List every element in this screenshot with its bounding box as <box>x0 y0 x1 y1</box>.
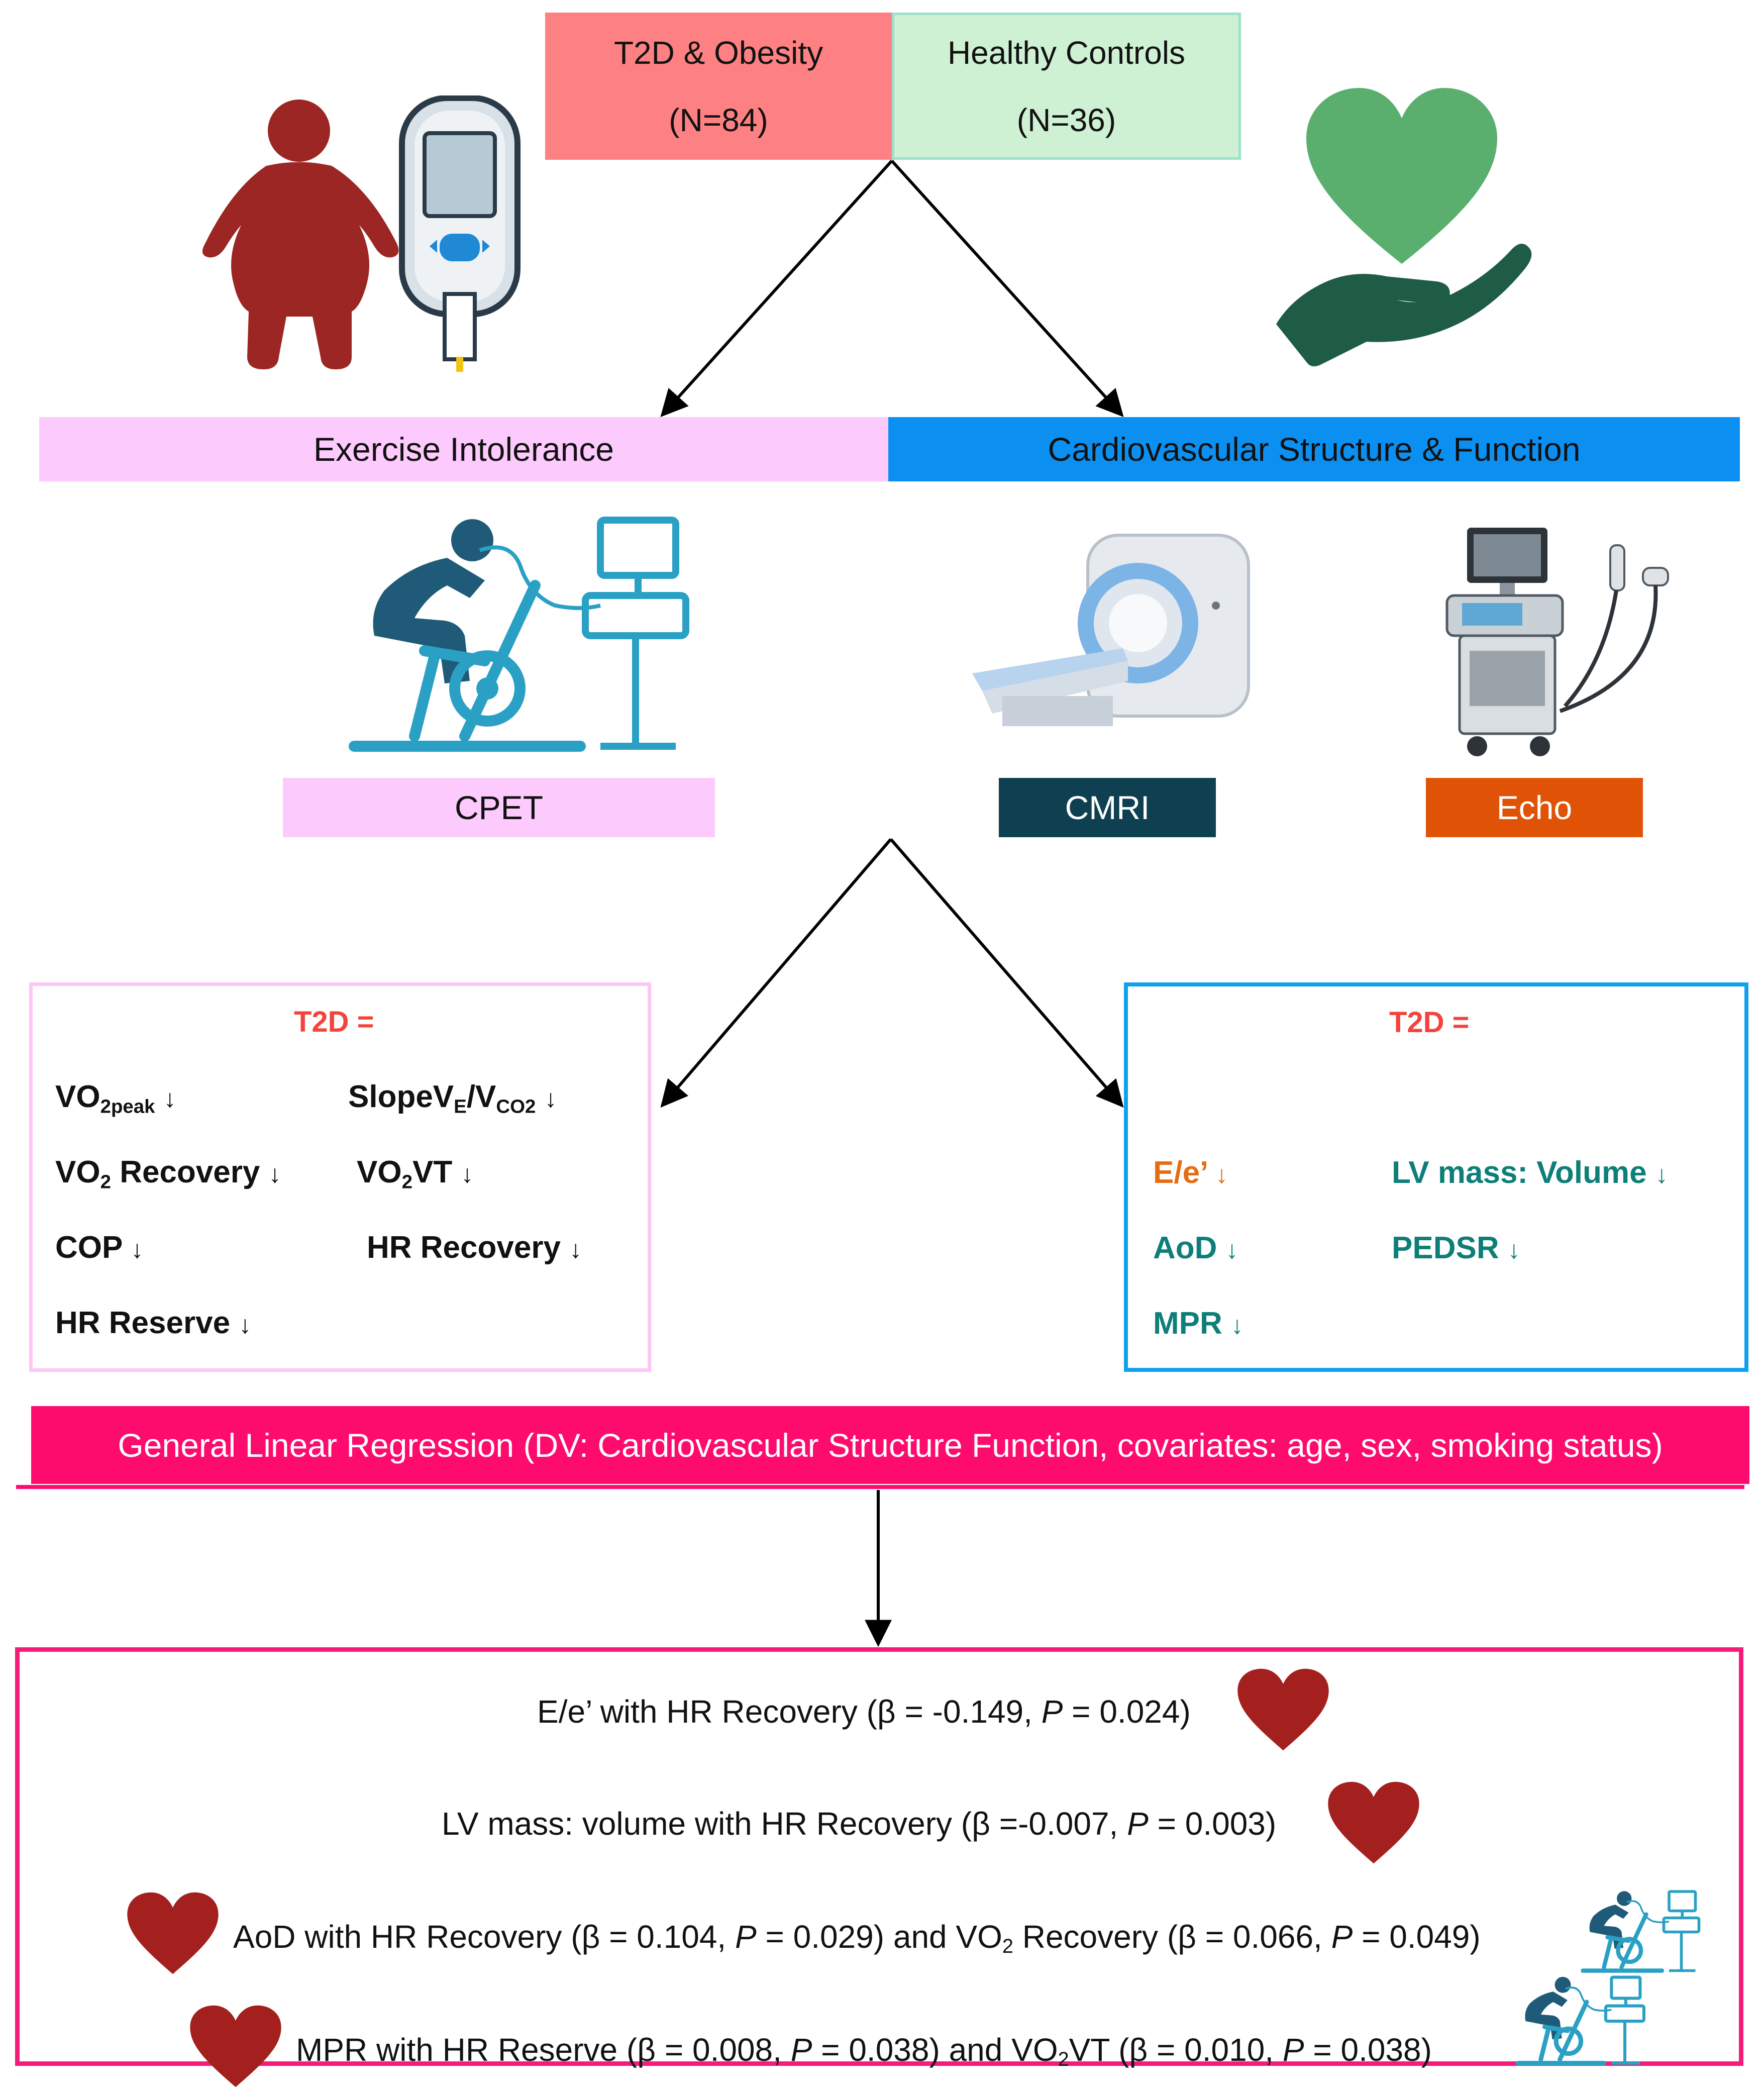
t2d-group-n: (N=84) <box>669 102 768 138</box>
term-vo2-recovery: VO2 Recovery ↓ <box>55 1155 281 1193</box>
finding-lv-mass-hr-recovery: LV mass: volume with HR Recovery (β =-0.… <box>442 1806 1277 1842</box>
left-t2d-heading: T2D = <box>294 1006 374 1038</box>
cycling-cpet-icon <box>1581 1890 1701 1973</box>
down-arrow-icon: ↓ <box>1215 1160 1228 1188</box>
cmri-label: CMRI <box>1065 789 1150 826</box>
findings-box: E/e’ with HR Recovery (β = -0.149, P = 0… <box>15 1647 1743 2087</box>
t2d-group-label: T2D & Obesity <box>613 34 823 71</box>
cpet-label: CPET <box>454 789 544 826</box>
cpet-label-box: CPET <box>283 778 715 837</box>
term-cop: COP ↓ <box>55 1230 144 1265</box>
exercise-intolerance-bar: Exercise Intolerance <box>39 417 888 481</box>
term-hr-recovery: HR Recovery ↓ <box>367 1230 582 1265</box>
mri-scanner-icon <box>972 534 1250 726</box>
term-hr-reserve: HR Reserve ↓ <box>55 1306 252 1340</box>
healthy-controls-group-box: Healthy Controls (N=36) <box>892 13 1241 160</box>
obese-person-icon <box>202 100 399 369</box>
down-arrow-icon: ↓ <box>268 1160 281 1188</box>
cardiovascular-structure-label: Cardiovascular Structure & Function <box>1048 431 1581 468</box>
cardiovascular-structure-bar: Cardiovascular Structure & Function <box>888 417 1740 481</box>
down-arrow-icon: ↓ <box>1231 1311 1243 1339</box>
t2d-obesity-group-box: T2D & Obesity (N=84) <box>545 13 892 160</box>
term-lv-mass-volume: LV mass: Volume ↓ <box>1392 1155 1668 1190</box>
down-arrow-icon: ↓ <box>544 1084 557 1113</box>
term-slope-ve-vco2: SlopeVE/VCO2 ↓ <box>348 1079 557 1118</box>
healthy-group-n: (N=36) <box>1016 102 1116 138</box>
heart-icon <box>1328 1781 1419 1864</box>
echo-label-box: Echo <box>1426 778 1643 837</box>
exercise-results-box: T2D = VO2peak ↓ SlopeVE/VCO2 ↓ VO2 Recov… <box>29 982 651 1372</box>
term-vo2vt: VO2VT ↓ <box>357 1155 474 1193</box>
exercise-intolerance-label: Exercise Intolerance <box>314 431 614 468</box>
arrow-to-right-results <box>889 838 1124 1108</box>
down-arrow-icon: ↓ <box>1225 1236 1238 1264</box>
down-arrow-icon: ↓ <box>1507 1236 1520 1264</box>
cmri-label-box: CMRI <box>999 778 1216 837</box>
term-aod: AoD ↓ <box>1153 1231 1238 1265</box>
regression-underline <box>16 1485 1744 1489</box>
finding-mpr: MPR with HR Reserve (β = 0.008, P = 0.03… <box>296 2032 1432 2070</box>
heart-in-hand-icon <box>1276 88 1532 366</box>
arrow-to-exercise <box>660 159 893 418</box>
down-arrow-icon: ↓ <box>131 1235 144 1263</box>
heart-icon <box>190 2005 281 2087</box>
term-pedsr: PEDSR ↓ <box>1392 1231 1520 1265</box>
healthy-group-label: Healthy Controls <box>947 34 1186 71</box>
down-arrow-icon: ↓ <box>239 1311 252 1339</box>
down-arrow-icon: ↓ <box>1655 1160 1668 1188</box>
term-vo2peak: VO2peak ↓ <box>55 1079 176 1118</box>
down-arrow-icon: ↓ <box>163 1084 176 1113</box>
term-e-e-prime: E/e’ ↓ <box>1153 1155 1228 1190</box>
regression-label: General Linear Regression (DV: Cardiovas… <box>118 1426 1663 1464</box>
arrow-to-left-results <box>660 838 892 1108</box>
heart-icon <box>1237 1668 1329 1751</box>
finding-aod: AoD with HR Recovery (β = 0.104, P = 0.0… <box>233 1919 1481 1957</box>
glucometer-icon <box>399 95 521 372</box>
heart-icon <box>127 1892 219 1974</box>
right-t2d-heading: T2D = <box>1389 1006 1470 1039</box>
term-mpr: MPR ↓ <box>1153 1306 1243 1341</box>
cycling-cpet-icon <box>349 517 689 752</box>
arrow-to-cardio <box>890 159 1124 418</box>
finding-ee-hr-recovery: E/e’ with HR Recovery (β = -0.149, P = 0… <box>537 1694 1191 1730</box>
regression-bar: General Linear Regression (DV: Cardiovas… <box>31 1406 1749 1484</box>
cycling-cpet-icon <box>1515 1975 1646 2066</box>
echo-label: Echo <box>1496 789 1573 826</box>
echo-machine-icon <box>1445 528 1669 756</box>
down-arrow-icon: ↓ <box>461 1160 474 1188</box>
down-arrow-icon: ↓ <box>569 1235 582 1263</box>
cardio-results-box: T2D = E/e’ ↓ LV mass: Volume ↓ AoD ↓ PED… <box>1124 982 1748 1372</box>
